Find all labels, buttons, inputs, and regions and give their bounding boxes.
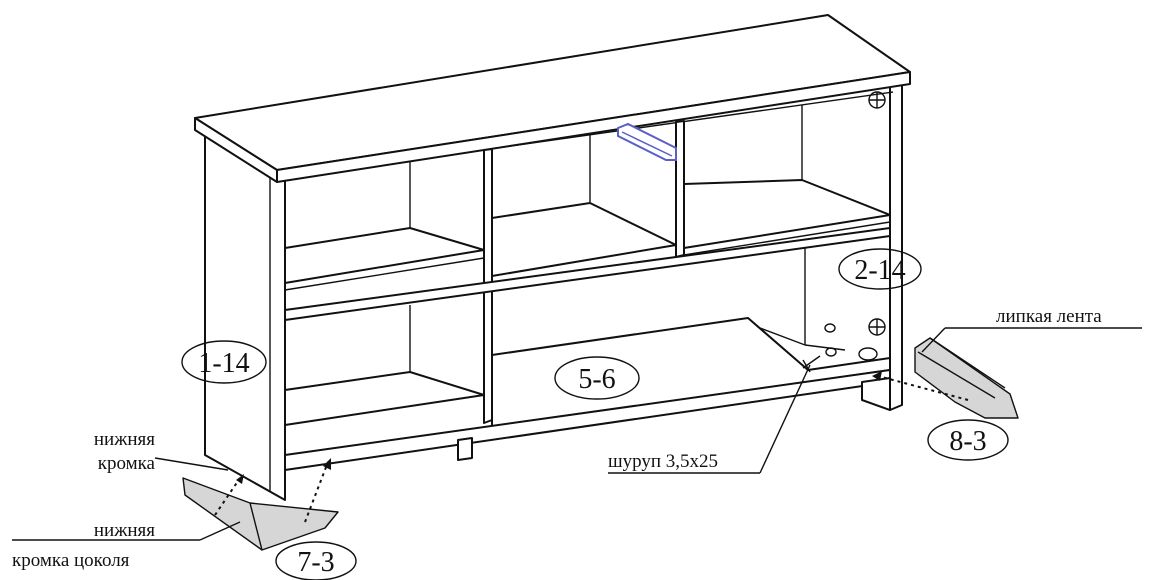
part-callout-2-14: 2-14: [838, 248, 922, 290]
lower-shelf-left: [284, 371, 485, 426]
svg-text:8-3: 8-3: [949, 426, 986, 457]
cabinet: [204, 75, 903, 501]
plinth-edge-label-line1: нижняя: [94, 520, 155, 541]
screw-icon: [868, 91, 886, 109]
plinth-edge-label-line2: кромка цоколя: [12, 550, 130, 571]
svg-text:2-14: 2-14: [854, 255, 905, 286]
tape-label: липкая лента: [996, 306, 1102, 327]
svg-text:5-6: 5-6: [578, 364, 615, 395]
right-side-panel: [889, 75, 903, 411]
part-callout-8-3: 8-3: [927, 419, 1009, 461]
top-board-side-edge: [276, 71, 911, 183]
bottom-edge-label-line1: нижняя: [94, 429, 155, 450]
plinth-strip-left: [182, 477, 339, 551]
divider-right: [675, 120, 685, 258]
leader-lines: [12, 327, 1142, 541]
svg-text:1-14: 1-14: [198, 348, 249, 379]
upper-shelf-left: [284, 227, 485, 284]
upper-shelf-middle: [491, 202, 677, 277]
part-callout-1-14: 1-14: [181, 340, 267, 384]
middle-shelf: [284, 227, 891, 321]
upper-shelf-right: [683, 179, 891, 249]
screw-label: шуруп 3,5x25: [608, 451, 718, 472]
bottom-edge-label-line2: кромка: [98, 453, 156, 474]
assembly-arrows: [214, 371, 969, 523]
svg-text:7-3: 7-3: [297, 547, 334, 578]
part-callout-7-3: 7-3: [275, 541, 357, 580]
metal-rail: [617, 122, 677, 161]
wood-screw-icon: [802, 355, 821, 373]
left-side-panel: [204, 127, 286, 501]
screw-icon: [868, 318, 886, 336]
part-callout-5-6: 5-6: [554, 356, 640, 400]
plinth-strip-right: [914, 337, 1019, 419]
